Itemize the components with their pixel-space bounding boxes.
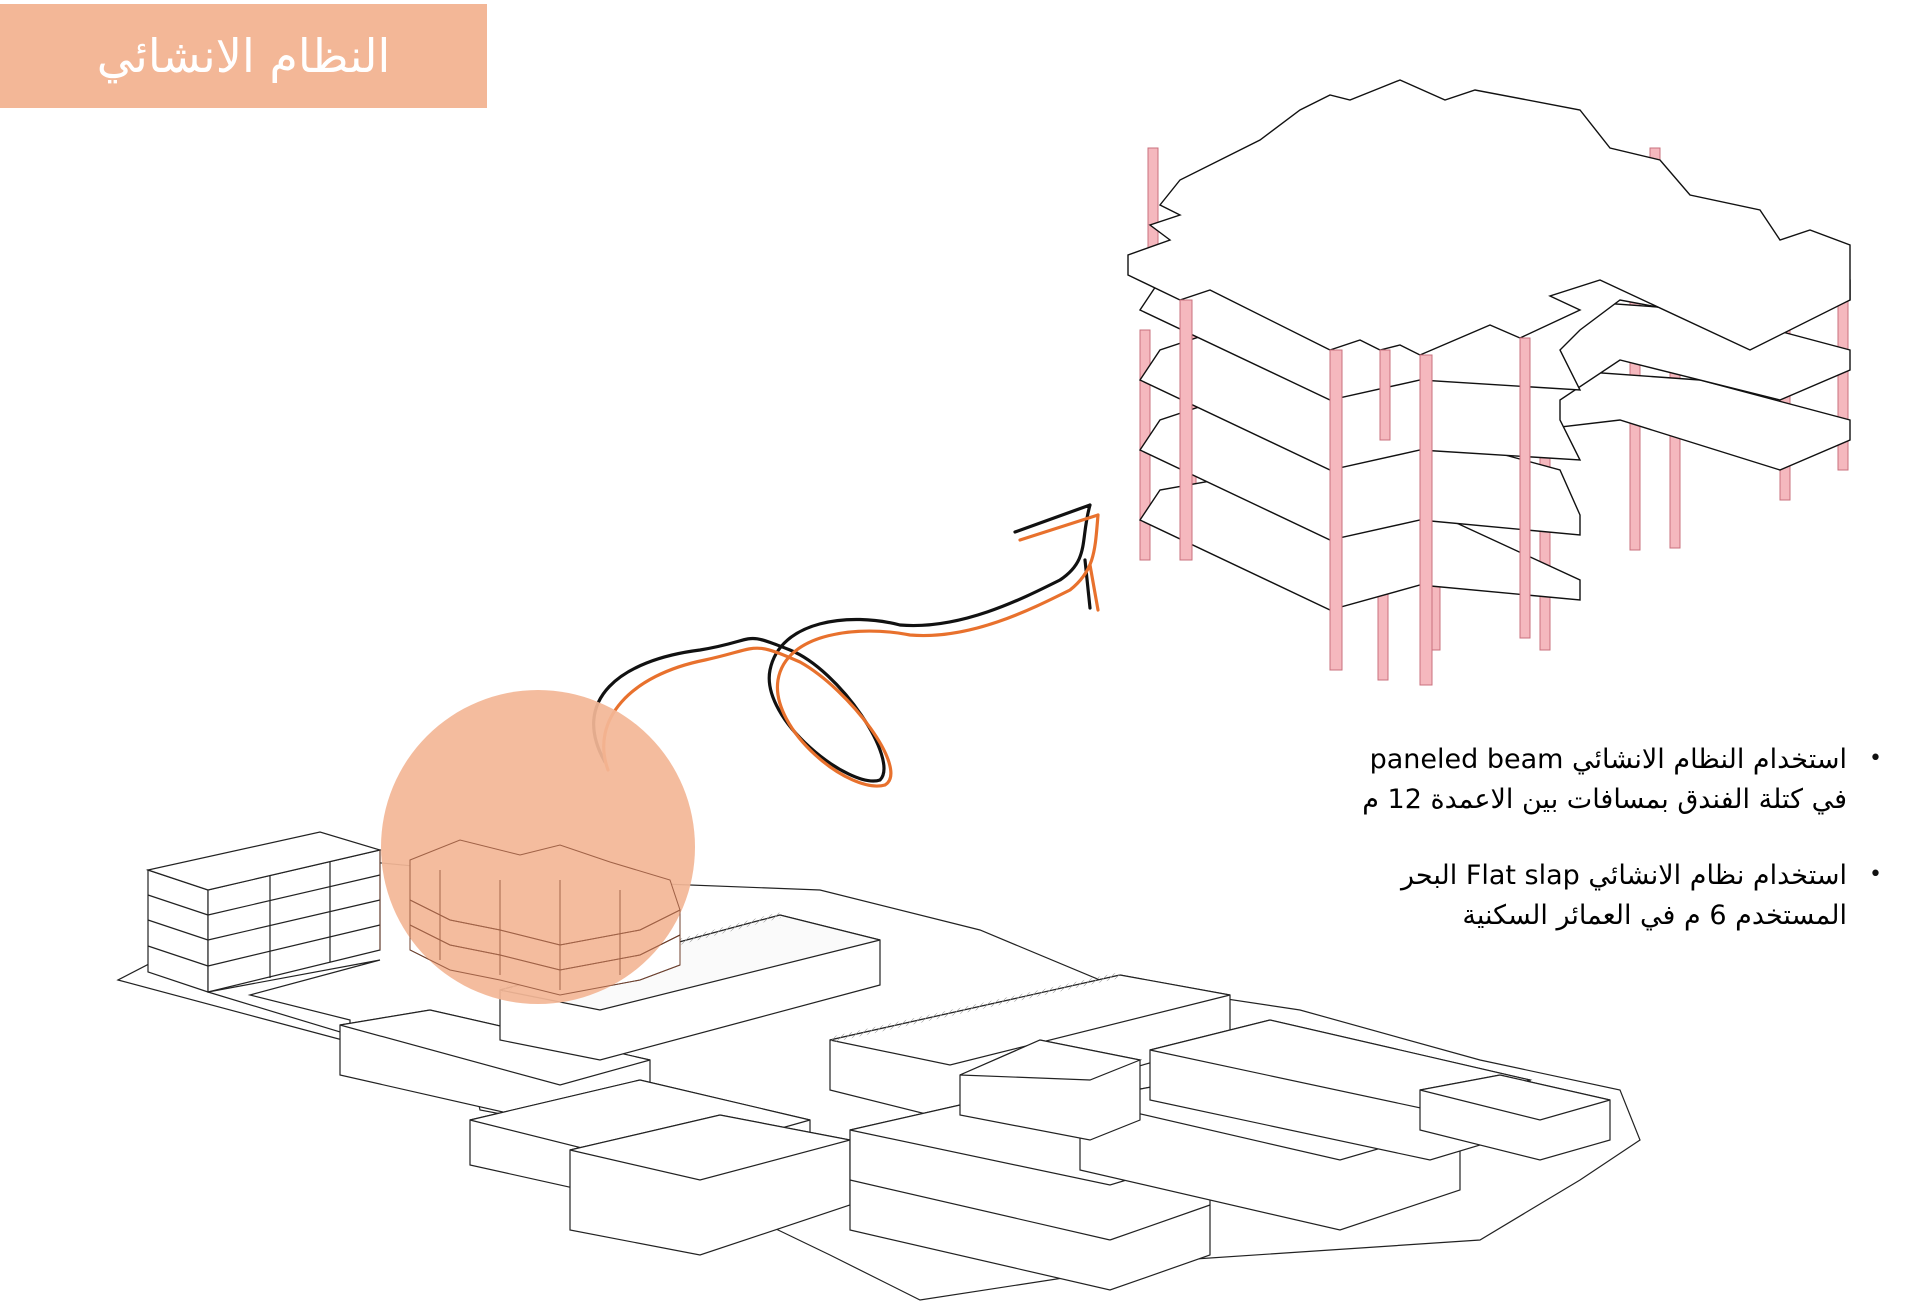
hotel-structure bbox=[1127, 79, 1851, 686]
title-banner: النظام الانشائي bbox=[0, 4, 487, 108]
bullet-list: • استخدام النظام الانشائي paneled beam ف… bbox=[1322, 740, 1882, 972]
bullet-dot: • bbox=[1869, 862, 1882, 887]
bullet-1-line-1: استخدام النظام الانشائي paneled beam bbox=[1369, 744, 1848, 775]
page-title: النظام الانشائي bbox=[96, 29, 391, 83]
arrow-black bbox=[592, 503, 1092, 783]
left-block bbox=[145, 831, 383, 993]
arrow-link bbox=[592, 503, 1100, 788]
bullet-dot: • bbox=[1869, 746, 1882, 771]
bullet-item: • استخدام نظام الانشائي Flat slap البحر … bbox=[1322, 856, 1882, 936]
bullet-2-line-2: المستخدم 6 م في العمائر السكنية bbox=[1462, 900, 1848, 931]
bullet-item: • استخدام النظام الانشائي paneled beam ف… bbox=[1322, 740, 1882, 820]
highlight-circle bbox=[381, 690, 695, 1004]
hotel-top-slab bbox=[1127, 79, 1851, 356]
bullet-1-line-2: في كتلة الفندق بمسافات بين الاعمدة 12 م bbox=[1362, 784, 1848, 815]
bullet-2-line-1: استخدام نظام الانشائي Flat slap البحر bbox=[1401, 860, 1848, 891]
arrow-orange bbox=[602, 513, 1100, 788]
circle-detail bbox=[379, 839, 681, 996]
